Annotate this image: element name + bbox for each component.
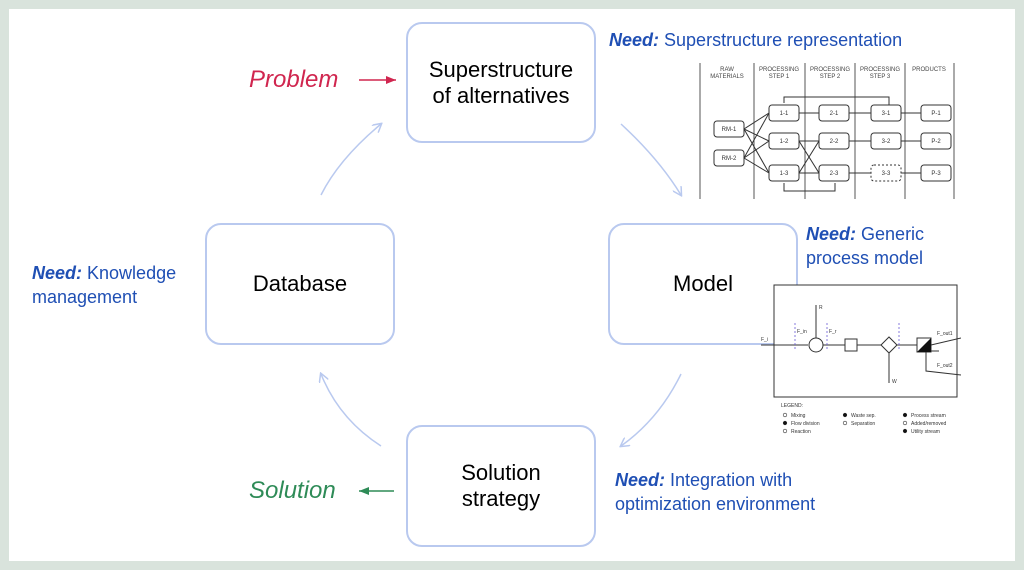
need-prefix: Need: xyxy=(806,224,857,244)
superstructure-node-box xyxy=(920,104,952,122)
superstructure-node-label: 2-2 xyxy=(830,139,839,145)
model-legend-item: Added/removed xyxy=(911,421,947,427)
superstructure-node-label: 1-3 xyxy=(780,171,789,177)
need-model: Need: Generic process model xyxy=(806,222,924,270)
superstructure-header: PROCESSING xyxy=(860,67,900,73)
model-legend-item: Process stream xyxy=(911,413,946,419)
model-legend-item: Reaction xyxy=(791,429,811,435)
superstructure-node-label: 2-3 xyxy=(830,171,839,177)
model-legend-symbol xyxy=(902,412,908,418)
superstructure-header: MATERIALS xyxy=(710,74,744,80)
superstructure-node-box xyxy=(768,164,800,182)
superstructure-node-label: RM-1 xyxy=(722,127,737,133)
superstructure-node-box xyxy=(713,149,745,167)
solution-strategy-line1: Solution xyxy=(461,460,541,485)
model-stream-label: R xyxy=(819,305,823,311)
superstructure-line2: of alternatives xyxy=(432,82,570,108)
superstructure-node-box xyxy=(920,164,952,182)
model-stream-label: F_r xyxy=(829,329,837,335)
need-solution: Need: Integration with optimization envir… xyxy=(615,468,815,516)
superstructure-node-label: 2-1 xyxy=(830,111,839,117)
superstructure-header: RAW xyxy=(720,67,734,73)
superstructure-node-box xyxy=(768,132,800,150)
superstructure-node-label: 1-2 xyxy=(780,139,789,145)
cycle-arrows xyxy=(9,76,1015,495)
model-legend-symbol xyxy=(902,420,908,426)
need-superstructure: Need: Superstructure representation xyxy=(609,28,902,52)
superstructure-header: PROCESSING xyxy=(759,67,799,73)
superstructure-node-label: RM-2 xyxy=(722,156,737,162)
superstructure-node-box xyxy=(713,120,745,138)
model-stream-label: F_i xyxy=(761,337,768,343)
model-legend-title: LEGEND: xyxy=(781,403,803,409)
need-model-line1: Generic xyxy=(861,224,925,244)
model-legend-item: Utility stream xyxy=(911,429,940,435)
problem-label: Problem xyxy=(249,66,339,93)
model-label: Model xyxy=(673,271,733,296)
model-node: Model xyxy=(608,223,798,345)
superstructure-header: PROCESSING xyxy=(810,67,850,73)
model-stream-label: F_in xyxy=(797,329,807,335)
superstructure-node-box xyxy=(818,104,850,122)
superstructure-node-label: 3-1 xyxy=(882,111,891,117)
arrow-solution-to-database xyxy=(321,374,382,447)
model-legend-item: Separation xyxy=(851,421,875,427)
database-label: Database xyxy=(252,271,348,296)
need-superstructure-text: Superstructure representation xyxy=(664,30,903,50)
superstructure-node-box xyxy=(818,164,850,182)
model-legend-item: Flow division xyxy=(791,421,820,427)
arrow-superstructure-to-model xyxy=(620,123,681,195)
need-prefix: Need: xyxy=(609,30,660,50)
superstructure-node-label: P-1 xyxy=(931,111,941,117)
database-node: Database xyxy=(205,223,395,345)
need-solution-line2: optimization environment xyxy=(615,494,816,514)
need-database: Need: Knowledge management xyxy=(32,261,176,309)
arrow-database-to-superstructure xyxy=(320,124,381,196)
superstructure-node-label: P-3 xyxy=(931,171,941,177)
need-prefix: Need: xyxy=(32,263,83,283)
solution-label: Solution xyxy=(249,477,336,504)
model-legend-item: Waste sep. xyxy=(851,413,876,419)
model-legend-item: Mixing xyxy=(791,413,806,419)
superstructure-header: PRODUCTS xyxy=(912,67,946,73)
superstructure-node-box xyxy=(920,132,952,150)
superstructure-node-box xyxy=(870,164,902,182)
superstructure-node-box xyxy=(870,104,902,122)
need-database-line1: Knowledge xyxy=(87,263,177,283)
superstructure-node-label: P-2 xyxy=(931,139,941,145)
model-legend-symbol xyxy=(782,428,788,434)
superstructure-node-label: 3-3 xyxy=(882,171,891,177)
model-stream-label: F_out2 xyxy=(937,363,953,369)
superstructure-header: STEP 1 xyxy=(769,74,790,80)
model-legend-symbol xyxy=(782,420,788,426)
need-solution-line1: Integration with xyxy=(670,470,793,490)
model-legend-symbol xyxy=(842,412,848,418)
superstructure-node-box xyxy=(768,104,800,122)
superstructure-line1: Superstructure xyxy=(428,56,574,82)
model-legend-symbol xyxy=(782,412,788,418)
solution-strategy-line2: strategy xyxy=(461,486,541,511)
superstructure-node-label: 3-2 xyxy=(882,139,891,145)
model-legend-symbol xyxy=(842,420,848,426)
superstructure-header: STEP 2 xyxy=(820,74,841,80)
superstructure-node-label: 1-1 xyxy=(780,111,789,117)
model-stream-label: W xyxy=(892,379,897,385)
arrow-model-to-solution xyxy=(621,373,682,446)
superstructure-node-box xyxy=(870,132,902,150)
model-legend-symbol xyxy=(902,428,908,434)
need-prefix: Need: xyxy=(615,470,666,490)
superstructure-header: STEP 3 xyxy=(870,74,891,80)
need-model-line2: process model xyxy=(806,248,924,268)
model-stream-label: F_out1 xyxy=(937,331,953,337)
need-database-line2: management xyxy=(32,287,138,307)
superstructure-node-box xyxy=(818,132,850,150)
